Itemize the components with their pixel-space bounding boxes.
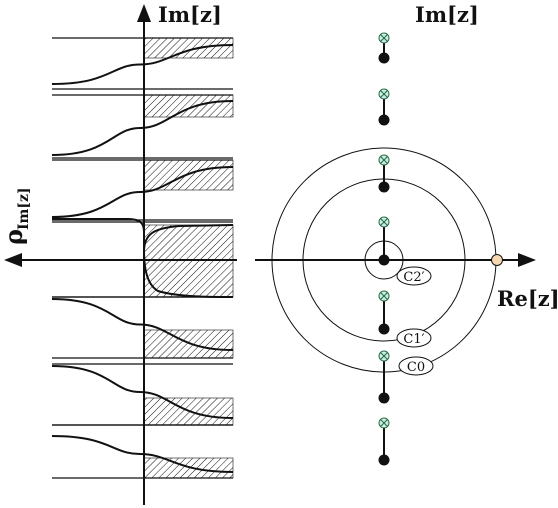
pole-zero-pair-6 — [378, 350, 390, 404]
zero-marker-icon — [378, 290, 390, 302]
right-im-axis-label: Im[z] — [415, 2, 479, 27]
pole-zero-pair-4 — [378, 216, 390, 266]
density-curve — [51, 298, 234, 351]
pole-marker-icon — [378, 323, 390, 335]
pole-marker-icon — [378, 181, 390, 193]
pole-marker-icon — [378, 254, 390, 266]
pole-zero-pair-2 — [378, 88, 390, 126]
pole-zero-pair-7 — [378, 417, 390, 466]
density-curve — [51, 166, 234, 218]
zero-cross-b — [380, 419, 388, 427]
zero-cross-b — [380, 292, 388, 300]
left-rho-axis-label: ρ Im[z] — [0, 187, 32, 245]
density-band-4 — [52, 218, 234, 298]
zero-cross-b — [380, 90, 388, 98]
pole-marker-icon — [378, 392, 390, 404]
hatched-region — [143, 329, 234, 359]
hatched-region — [143, 159, 234, 191]
right-panel: Im[z] Re[z] C2′ C1′ C0 — [255, 2, 558, 466]
density-bands — [51, 37, 234, 479]
hatched-region — [143, 94, 234, 118]
zero-marker-icon — [378, 417, 390, 429]
label-c2prime: C2′ — [396, 266, 432, 286]
pole-zero-pair-5 — [378, 290, 390, 335]
zero-cross-b — [380, 34, 388, 42]
label-c1prime: C1′ — [396, 328, 432, 348]
density-curve — [51, 435, 234, 473]
left-im-axis-label: Im[z] — [158, 2, 222, 27]
density-band-1 — [51, 37, 234, 90]
label-c1prime-text: C1′ — [403, 332, 424, 347]
density-band-6 — [51, 363, 234, 426]
label-c2prime-text: C2′ — [403, 270, 424, 285]
hatched-region — [143, 37, 234, 59]
density-band-2 — [51, 94, 234, 159]
density-curve — [51, 100, 234, 156]
left-panel: Im[z] ρ Im[z] — [0, 2, 237, 505]
left-im-axis-arrow-icon — [137, 4, 151, 22]
density-band-5 — [51, 296, 234, 359]
zero-cross-b — [380, 156, 388, 164]
density-band-7 — [51, 424, 234, 479]
right-re-axis-label: Re[z] — [497, 286, 558, 311]
marked-point-on-contour — [491, 254, 503, 266]
zero-marker-icon — [378, 154, 390, 166]
pole-marker-icon — [378, 114, 390, 126]
left-rho-axis-arrow-icon — [4, 253, 22, 267]
pole-marker-icon — [378, 52, 390, 64]
zero-marker-icon — [378, 350, 390, 362]
pole-zero-pair-1 — [378, 32, 390, 64]
rho-subscript: Im[z] — [16, 187, 32, 230]
zero-cross-b — [380, 352, 388, 360]
zero-marker-icon — [378, 88, 390, 100]
density-band-3 — [51, 159, 234, 221]
density-curve — [51, 44, 234, 85]
zero-cross-b — [380, 218, 388, 226]
right-re-axis-arrow-icon — [518, 253, 536, 267]
rho-symbol: ρ — [0, 229, 28, 245]
pole-marker-icon — [378, 454, 390, 466]
density-curve — [51, 365, 234, 419]
pole-zero-pair-3 — [378, 154, 390, 193]
label-c0-text: C0 — [407, 360, 425, 375]
zero-marker-icon — [378, 216, 390, 228]
density-curve — [52, 218, 234, 298]
zero-marker-icon — [378, 32, 390, 44]
label-c0: C0 — [398, 356, 434, 376]
pole-zero-pairs — [378, 32, 390, 466]
